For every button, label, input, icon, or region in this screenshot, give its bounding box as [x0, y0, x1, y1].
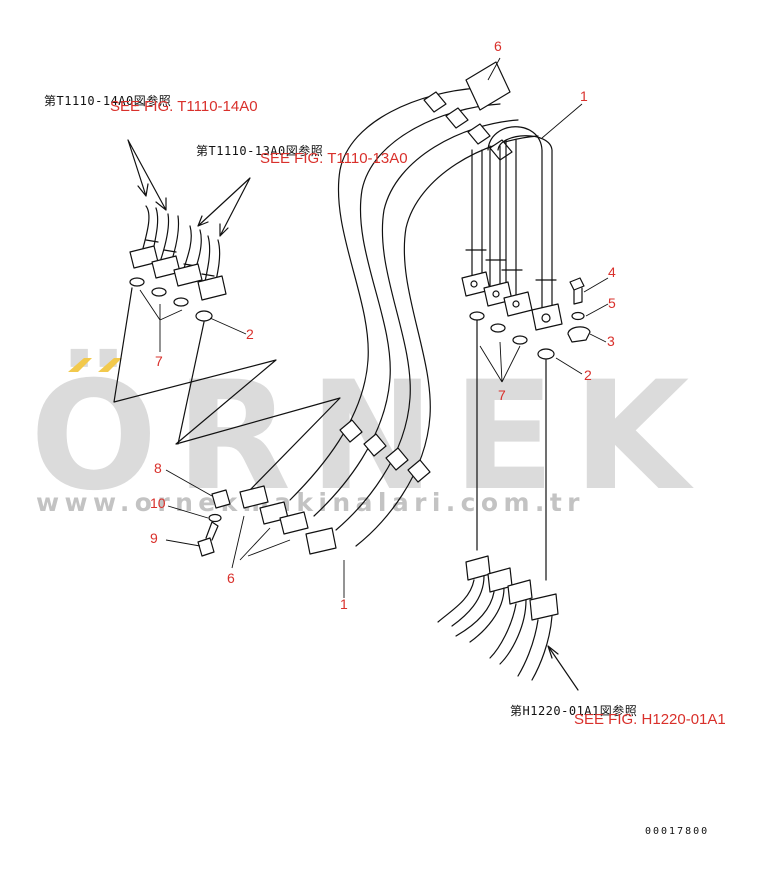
ref-arrow-13a0	[197, 177, 251, 237]
ref-arrow-14a0	[127, 139, 167, 211]
washer-5	[571, 311, 585, 321]
callout-4: 4	[608, 264, 616, 280]
lower-right-flanges	[465, 555, 559, 621]
callout-3: 3	[607, 333, 615, 349]
callout-6-bottom: 6	[227, 570, 235, 586]
hose-bundle-s-shape	[289, 61, 539, 547]
callout-2-left: 2	[246, 326, 254, 342]
callout-1-top: 1	[580, 88, 588, 104]
reference-en-h1220-01a1: SEE FIG. H1220-01A1	[574, 711, 726, 728]
left-flanges-bottom	[211, 485, 337, 555]
callout-8: 8	[154, 460, 162, 476]
callout-7-right: 7	[498, 387, 506, 403]
watermark-accent-mark	[68, 358, 122, 372]
reference-en-t1110-13a0: SEE FIG. T1110-13A0	[260, 150, 408, 167]
callout-2-right: 2	[584, 367, 592, 383]
callout-5: 5	[608, 295, 616, 311]
ref-arrow-h1220	[547, 645, 579, 691]
reference-jp-h1220-01a1: 第H1220-01A1図参照	[510, 704, 638, 718]
reference-en-t1110-14a0: SEE FIG. T1110-14A0	[110, 98, 258, 115]
callout-7-left: 7	[155, 353, 163, 369]
half-clamp-3	[567, 326, 591, 343]
callout-10: 10	[150, 495, 166, 511]
watermark-url: www.ornekmakinalari.com.tr	[36, 488, 585, 517]
drawing-code: 00017800	[645, 826, 710, 837]
callout-1-bottom: 1	[340, 596, 348, 612]
right-flanges	[461, 271, 563, 331]
callout-9: 9	[150, 530, 158, 546]
bolt-9	[197, 521, 219, 557]
guide-lines-left	[113, 287, 341, 493]
reference-jp-t1110-13a0: 第T1110-13A0図参照	[196, 144, 324, 158]
washer-10	[208, 513, 222, 523]
callout-6-top: 6	[494, 38, 502, 54]
reference-jp-t1110-14a0: 第T1110-14A0図参照	[44, 94, 172, 108]
hose-bundle-vertical	[465, 126, 557, 313]
lower-right-hoses	[437, 575, 553, 681]
o-rings-left	[129, 277, 213, 322]
watermark-brand: ÖRNEK	[30, 350, 708, 524]
left-flanges-top	[129, 245, 227, 301]
bolt-4	[569, 277, 585, 305]
